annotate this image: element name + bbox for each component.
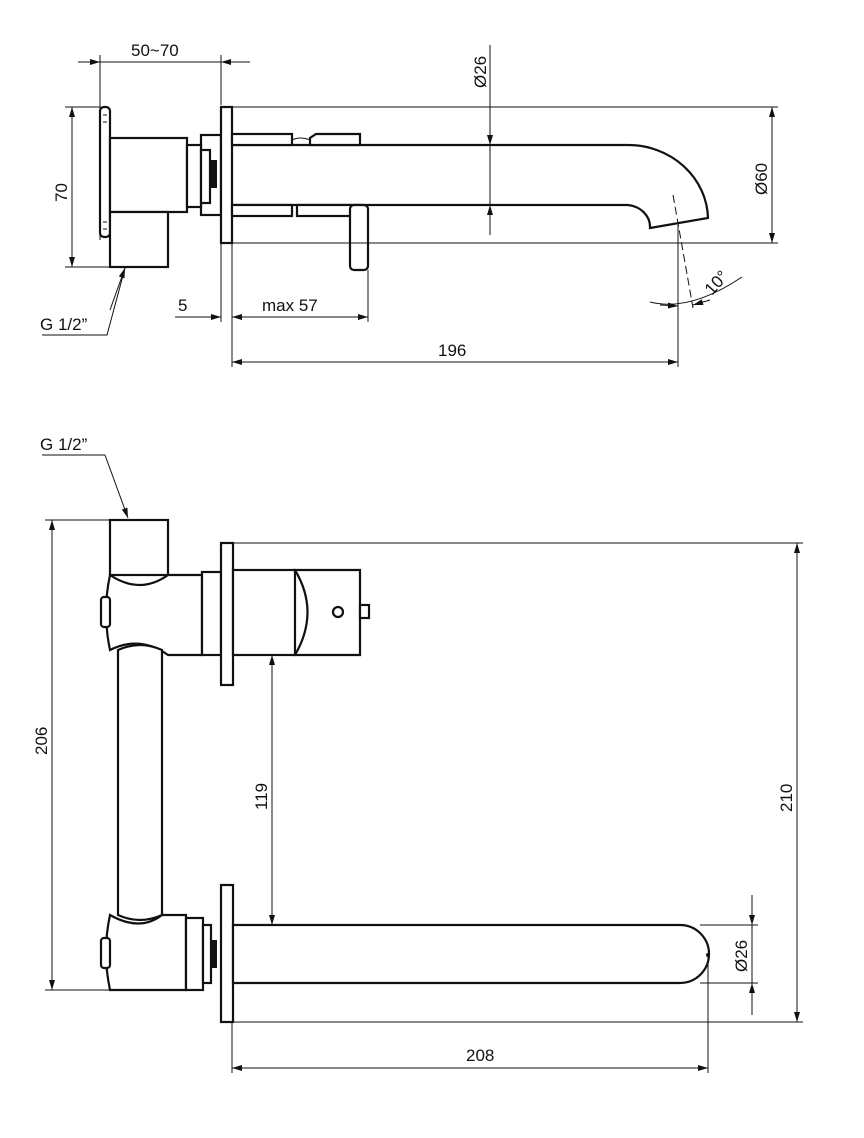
dim-plate-thickness-label: 5	[178, 296, 187, 315]
dim-lever-label: max 57	[262, 296, 318, 315]
connection-label: G 1/2”	[40, 435, 88, 454]
front-view: G 1/2” 206 119 210 Ø26 208	[32, 435, 803, 1073]
dim-spout-diameter-label: Ø26	[732, 940, 751, 972]
dim-angle-label: 10°	[701, 267, 732, 299]
side-view-dimension-lines	[42, 45, 778, 367]
dim-depth-label: 50~70	[131, 41, 179, 60]
dim-spout-reach-label: 196	[438, 341, 466, 360]
front-view-dimension-lines	[42, 454, 803, 1073]
connection-label: G 1/2”	[40, 315, 88, 334]
front-view-faucet-body	[99, 518, 711, 1024]
dim-total-height-label: 210	[777, 784, 796, 812]
side-view-faucet-body	[98, 105, 710, 272]
dim-spout-diameter-label: Ø26	[471, 56, 490, 88]
dim-axis-distance-label: 119	[252, 783, 271, 810]
side-view: 50~70 Ø26 Ø60 70 G 1/2” 5 max 57 196 10°	[40, 41, 778, 367]
dim-spout-length-label: 208	[466, 1046, 494, 1065]
dim-body-height-label: 206	[32, 727, 51, 755]
dim-height-label: 70	[52, 183, 71, 202]
dim-plate-diameter-label: Ø60	[752, 163, 771, 195]
